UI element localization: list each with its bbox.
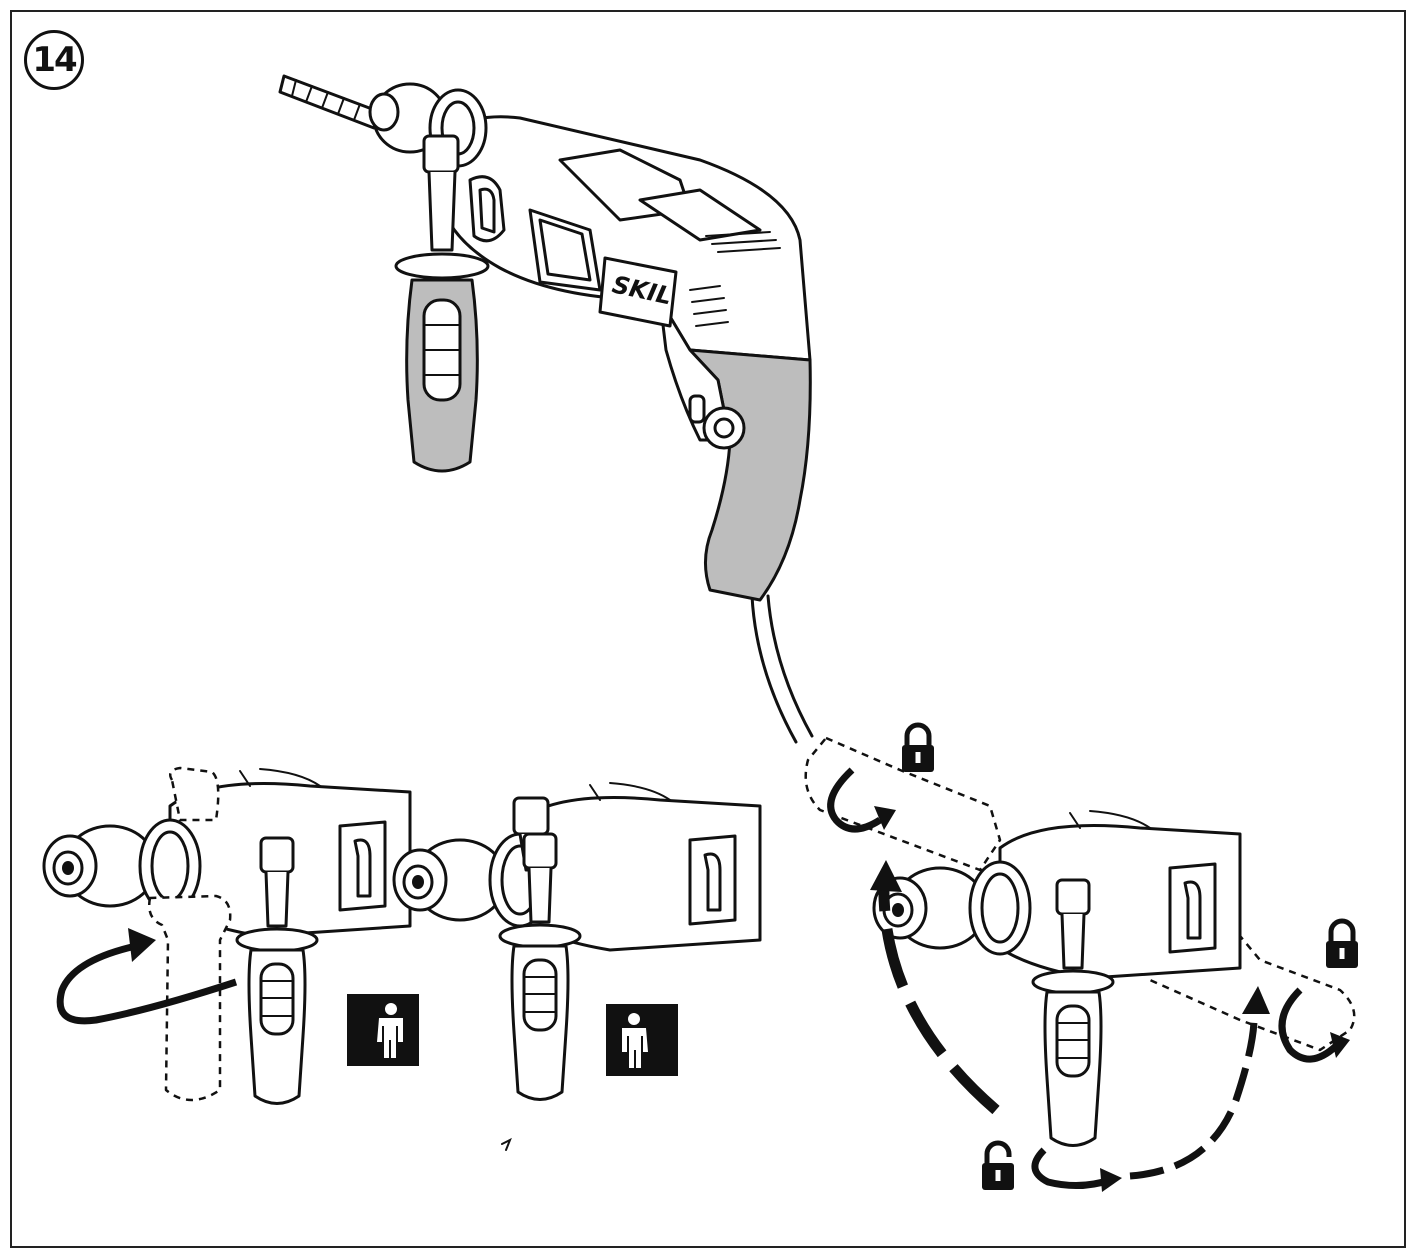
view3-rotation-arrows bbox=[827, 767, 1350, 1192]
power-cord bbox=[750, 594, 814, 744]
view-left-handed bbox=[392, 781, 762, 1101]
view3-ghost-handle-upper bbox=[804, 736, 1002, 872]
view-rotation-lock bbox=[804, 725, 1358, 1192]
figure-frame bbox=[10, 10, 1406, 1248]
view1-ghost-handle-top bbox=[169, 766, 220, 822]
view1-rotation-arrow bbox=[56, 928, 238, 1025]
unlock-icon-bottom bbox=[982, 1143, 1014, 1190]
drill-housing: SKIL bbox=[438, 115, 812, 602]
main-drill: SKIL bbox=[278, 74, 814, 744]
stray-mark bbox=[501, 1137, 512, 1151]
figure-number-badge: 14 bbox=[24, 30, 84, 90]
view2-handle-clamp bbox=[512, 796, 550, 836]
side-handle bbox=[394, 134, 490, 473]
view2-drill-head bbox=[392, 781, 762, 952]
lock-icon-right bbox=[1326, 921, 1358, 968]
right-handed-pictogram bbox=[347, 994, 419, 1066]
drill-bit bbox=[278, 74, 382, 130]
lock-icon-top bbox=[902, 725, 934, 772]
view-right-handed bbox=[42, 766, 419, 1105]
left-handed-pictogram bbox=[606, 1004, 678, 1076]
